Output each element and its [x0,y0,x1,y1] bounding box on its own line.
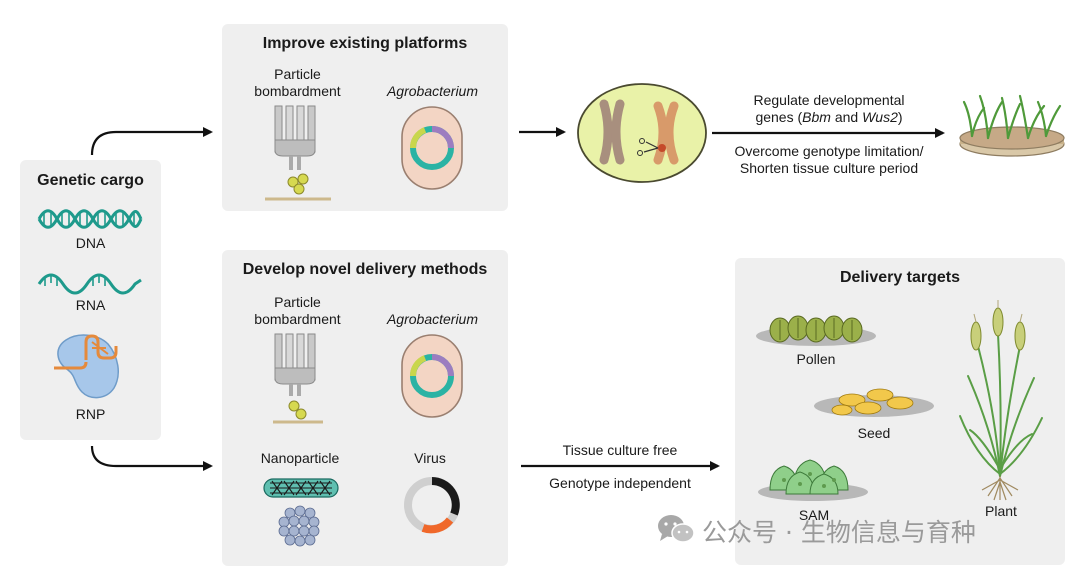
improve-particle-label-2: bombardment [254,83,341,99]
novel-methods-title: Develop novel delivery methods [242,261,488,278]
virus-icon [404,477,460,534]
improve-particle-label-1: Particle [274,66,321,82]
overcome-label-line1: Overcome genotype limitation/ [734,143,924,159]
agrobacterium-icon-2 [401,334,463,418]
wheat-plant-icon [959,300,1043,501]
regulate-label-line1: Regulate developmental [753,92,905,108]
particle-gun-icon [265,105,331,201]
seed-label: Seed [857,425,891,441]
virus-label: Virus [414,450,446,466]
particle-gun-icon-2 [273,333,323,424]
seed-icon [814,388,934,417]
regulate-label-post: ) [897,109,903,125]
pollen-label: Pollen [796,351,836,367]
gene-wus2: Wus2 [862,109,898,125]
novel-agro-label: Agrobacterium [386,311,479,327]
sam-icon [758,459,868,501]
plant-label: Plant [985,503,1017,519]
nanoparticle-icon [263,478,339,547]
regulate-label-pre: genes ( [755,109,803,125]
plant-cell-icon [577,83,707,183]
arrow-cargo-to-novel [90,445,213,471]
nanoparticle-label: Nanoparticle [260,450,340,466]
arrow-cargo-to-improve [90,127,213,156]
agrobacterium-icon [401,106,463,190]
regulate-label-mid: and [830,109,863,125]
genotype-independent-label: Genotype independent [549,475,691,491]
overcome-label-line2: Shorten tissue culture period [739,160,919,176]
genetic-cargo-title: Genetic cargo [37,172,144,189]
dna-icon [37,209,143,229]
wechat-icon [658,515,695,543]
novel-methods-panel [222,250,508,566]
gene-bbm: Bbm [802,109,831,125]
novel-particle-label-2: bombardment [254,311,341,327]
delivery-targets-title: Delivery targets [839,269,961,286]
novel-particle-label-1: Particle [274,294,321,310]
seedling-plate-icon [959,94,1065,157]
rnp-icon [54,334,120,399]
improve-platforms-title: Improve existing platforms [262,35,468,52]
tissue-culture-free-label: Tissue culture free [562,442,678,458]
pollen-icon [756,315,876,346]
sam-label: SAM [798,507,830,523]
rna-label: RNA [75,297,106,313]
regulate-label-line2: genes (Bbm and Wus2) [712,109,946,126]
improve-platforms-panel [222,24,508,211]
dna-label: DNA [75,235,106,251]
rna-icon [37,273,142,295]
watermark-text: 公众号 · 生物信息与育种 [702,518,976,547]
rnp-label: RNP [75,406,106,422]
improve-agro-label: Agrobacterium [386,83,479,99]
